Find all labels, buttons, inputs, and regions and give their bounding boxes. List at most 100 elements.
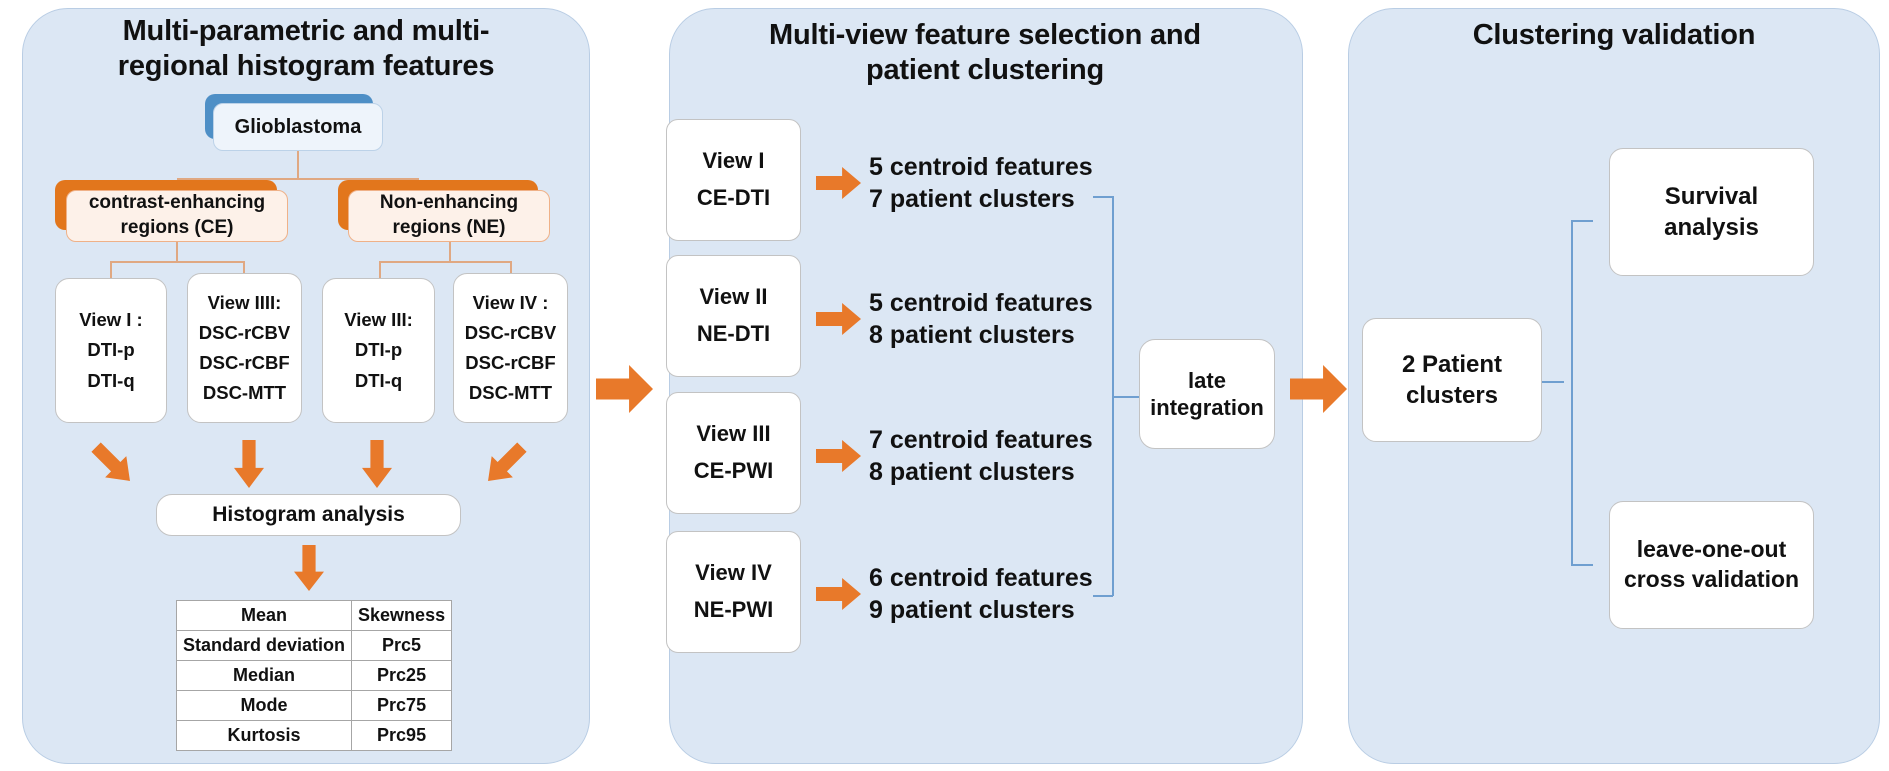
panel-3-title: Clustering validation (1360, 18, 1868, 53)
feature-table-body: Mean Skewness Standard deviation Prc5 Me… (175, 600, 453, 751)
view-box-1-item-1: DTI-p (87, 339, 135, 361)
table-row: Kurtosis Prc95 (175, 720, 453, 751)
mid-view-box-1[interactable]: View I CE-DTI (666, 119, 801, 241)
view-box-4[interactable]: View IV : DSC-rCBV DSC-rCBF DSC-MTT (453, 273, 568, 423)
mid-view-box-3-name: View III (696, 421, 771, 447)
validation-bracket-vertical (1571, 220, 1573, 565)
view-box-1[interactable]: View I : DTI-p DTI-q (55, 278, 167, 423)
table-cell: Median (175, 660, 353, 691)
connector-ne-down (449, 242, 451, 262)
view-box-2-title: View IIII: (207, 291, 282, 313)
table-cell: Skewness (351, 600, 453, 631)
table-row: Standard deviation Prc5 (175, 630, 453, 661)
patient-clusters-box[interactable]: 2 Patient clusters (1362, 318, 1542, 442)
arrow-right-icon-panel-1-to-2 (596, 365, 653, 413)
mid-view-box-4[interactable]: View IV NE-PWI (666, 531, 801, 653)
patient-clusters-line-2: clusters (1405, 382, 1499, 409)
mid-view-box-4-name: View IV (695, 560, 772, 586)
connector-ce-to-view2 (243, 261, 245, 279)
mid-view-box-1-modality: CE-DTI (696, 185, 771, 210)
survival-analysis-line-2: analysis (1664, 214, 1759, 241)
mid-result-4: 6 centroid features 9 patient clusters (869, 563, 1093, 626)
connector-ne-to-view4 (510, 261, 512, 279)
mid-result-2: 5 centroid features 8 patient clusters (869, 288, 1093, 351)
view-box-1-item-2: DTI-q (87, 369, 135, 391)
view-box-3[interactable]: View III: DTI-p DTI-q (322, 278, 435, 423)
connector-ce-horizontal (110, 261, 243, 263)
validation-bracket-bottom (1571, 564, 1593, 566)
mid-result-1-line-2: 7 patient clusters (869, 184, 1075, 213)
panel-2-title-line-1: Multi-view feature selection and (769, 19, 1201, 51)
connector-ce-down (176, 242, 178, 262)
mid-result-1-line-1: 5 centroid features (869, 153, 1093, 181)
mid-view-box-1-name: View I (702, 148, 765, 174)
mid-result-1: 5 centroid features 7 patient clusters (869, 152, 1093, 215)
view-box-4-item-3: DSC-MTT (468, 382, 553, 404)
table-cell: Prc95 (351, 720, 453, 751)
view-box-2[interactable]: View IIII: DSC-rCBV DSC-rCBF DSC-MTT (187, 273, 302, 423)
panel-3-title-line-1: Clustering validation (1472, 19, 1756, 51)
survival-analysis-line-1: Survival (1664, 182, 1759, 210)
mid-result-3-line-1: 7 centroid features (869, 426, 1093, 454)
table-cell: Standard deviation (175, 630, 353, 661)
mid-view-box-2-name: View II (699, 284, 768, 310)
view-box-4-item-2: DSC-rCBF (465, 352, 556, 373)
mid-view-box-2[interactable]: View II NE-DTI (666, 255, 801, 377)
panel-1-title: Multi-parametric and multi- regional his… (46, 14, 566, 85)
ne-region-box[interactable]: Non-enhancing regions (NE) (348, 190, 550, 242)
table-cell: Prc25 (351, 660, 453, 691)
view-box-1-title: View I : (79, 309, 143, 331)
connector-ne-horizontal (379, 261, 510, 263)
table-row: Mean Skewness (175, 600, 453, 631)
table-cell: Prc75 (351, 690, 453, 721)
validation-bracket-top (1571, 220, 1593, 222)
view-box-3-title: View III: (344, 309, 413, 331)
mid-result-2-line-2: 8 patient clusters (869, 320, 1075, 349)
mid-result-4-line-1: 6 centroid features (869, 564, 1093, 592)
ne-region-line-1: Non-enhancing (379, 192, 519, 214)
table-cell: Prc5 (351, 630, 453, 661)
mid-view-box-3-modality: CE-PWI (693, 458, 774, 483)
validation-bracket-stem (1542, 381, 1564, 383)
ce-region-line-2: regions (CE) (120, 217, 234, 238)
mid-result-2-line-1: 5 centroid features (869, 289, 1093, 317)
connector-ce-to-view1 (110, 261, 112, 279)
late-integration-box[interactable]: late integration (1139, 339, 1275, 449)
mid-result-4-line-2: 9 patient clusters (869, 595, 1075, 624)
mid-view-box-2-modality: NE-DTI (696, 321, 771, 346)
panel-1-title-line-2: regional histogram features (117, 50, 495, 83)
panel-2-title: Multi-view feature selection and patient… (685, 18, 1285, 89)
mid-view-box-3[interactable]: View III CE-PWI (666, 392, 801, 514)
view-box-4-item-1: DSC-rCBV (464, 321, 557, 343)
ne-region-line-2: regions (NE) (392, 217, 506, 238)
mid-result-3: 7 centroid features 8 patient clusters (869, 425, 1093, 488)
cross-validation-box[interactable]: leave-one-out cross validation (1609, 501, 1814, 629)
survival-analysis-box[interactable]: Survival analysis (1609, 148, 1814, 276)
ce-region-box[interactable]: contrast-enhancing regions (CE) (66, 190, 288, 242)
view-box-2-item-3: DSC-MTT (202, 382, 287, 404)
table-cell: Mode (175, 690, 353, 721)
late-integration-line-2: integration (1150, 395, 1264, 420)
view-box-3-item-2: DTI-q (354, 369, 403, 391)
patient-clusters-line-1: 2 Patient (1401, 350, 1503, 378)
histogram-analysis-label: Histogram analysis (212, 503, 405, 526)
root-node-label: Glioblastoma (234, 115, 362, 138)
connector-root-horizontal (177, 178, 418, 180)
panel-2-title-line-2: patient clustering (865, 54, 1105, 87)
late-integration-line-1: late (1188, 367, 1226, 393)
histogram-feature-table: Mean Skewness Standard deviation Prc5 Me… (175, 600, 453, 751)
connector-root-down (297, 151, 299, 179)
cross-validation-line-1: leave-one-out (1636, 536, 1787, 563)
cross-validation-line-2: cross validation (1623, 566, 1800, 592)
table-row: Median Prc25 (175, 660, 453, 691)
integration-bracket-bottom (1093, 595, 1113, 597)
mid-view-box-4-modality: NE-PWI (693, 597, 774, 622)
table-cell: Kurtosis (175, 720, 353, 751)
root-node-glioblastoma[interactable]: Glioblastoma (213, 103, 383, 151)
histogram-analysis-box[interactable]: Histogram analysis (156, 494, 461, 536)
panel-1-title-line-1: Multi-parametric and multi- (122, 15, 490, 47)
ce-region-line-1: contrast-enhancing (88, 192, 266, 214)
integration-bracket-stem (1112, 396, 1142, 398)
view-box-3-item-1: DTI-p (354, 339, 403, 361)
